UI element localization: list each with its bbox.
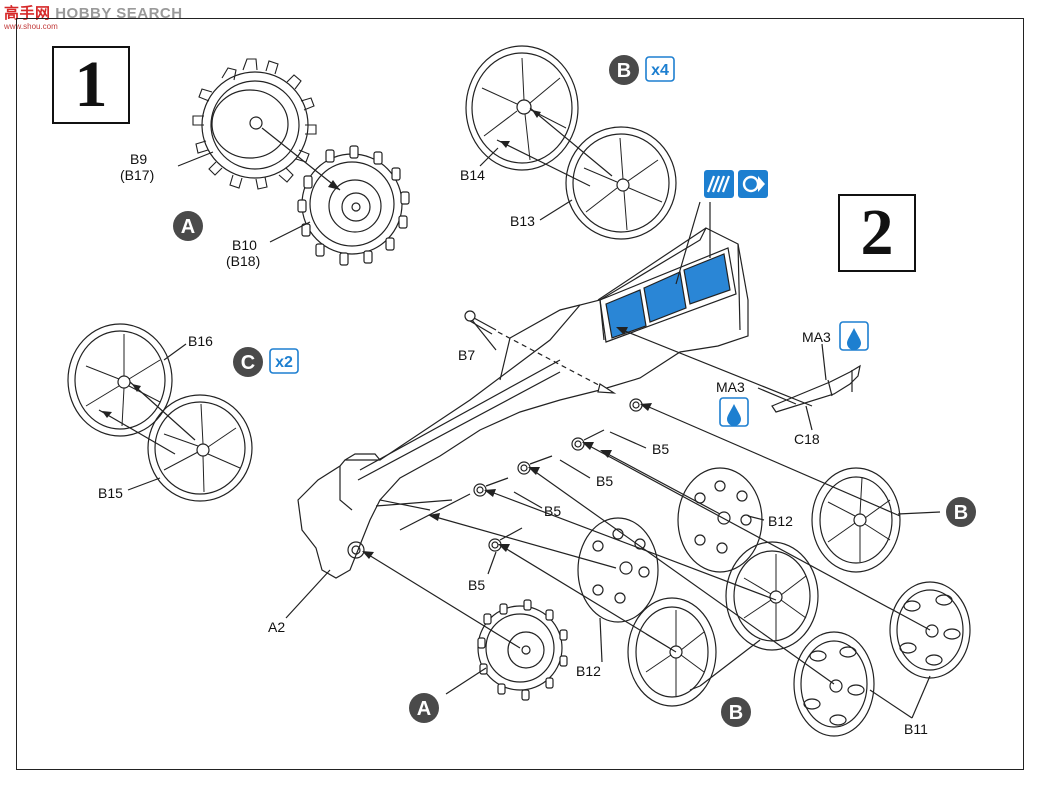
road-wheel-b11-upper — [889, 581, 971, 679]
callout-b-top-qty: x4 — [651, 62, 669, 79]
suspension-frame-a2 — [297, 227, 749, 579]
label-b16: B16 — [188, 333, 213, 349]
step-number-2-text: 2 — [860, 196, 894, 269]
hub-disc-b12-lower — [577, 517, 659, 623]
label-c18: C18 — [794, 431, 820, 447]
assembly-arrow-line — [261, 127, 341, 191]
label-ma3-lower: MA3 — [716, 379, 745, 395]
callout-c-left-text: C — [241, 352, 255, 374]
label-b15: B15 — [98, 485, 123, 501]
road-wheel-b13 — [565, 126, 677, 240]
step-number-2: 2 — [838, 194, 916, 272]
callout-b-top: B x4 — [609, 55, 675, 85]
label-b13: B13 — [510, 213, 535, 229]
hub-disc-b12-upper — [677, 467, 763, 573]
label-b14: B14 — [460, 167, 485, 183]
paint-stripe-icon — [704, 170, 734, 198]
label-ma3-upper: MA3 — [802, 329, 831, 345]
callout-b-right: B — [946, 497, 976, 527]
step-number-1: 1 — [52, 46, 130, 124]
callout-a-bottom-text: A — [417, 698, 431, 720]
road-wheel-b14 — [465, 45, 579, 171]
label-b17: (B17) — [120, 167, 155, 183]
label-b5-3: B5 — [544, 503, 562, 519]
road-wheel-b11-lower — [793, 631, 875, 737]
watermark-url: www.shou.com — [4, 22, 58, 31]
pin-b5-1 — [629, 398, 643, 412]
pin-b7 — [464, 310, 497, 335]
sprocket-inner-b10 — [297, 145, 410, 266]
turn-arrow-icon — [738, 170, 768, 198]
glue-drop-icon — [839, 321, 869, 351]
label-b12-upper: B12 — [768, 513, 793, 529]
label-b10: B10 — [232, 237, 257, 253]
label-b18: (B18) — [226, 253, 261, 269]
road-wheel-b15 — [147, 394, 253, 502]
callout-c-left: C x2 — [233, 347, 299, 377]
arm-c18 — [771, 364, 861, 413]
callout-b-bottom-text: B — [729, 702, 743, 724]
callout-b-right-text: B — [954, 502, 968, 524]
callout-b-top-text: B — [617, 60, 631, 82]
road-wheel-b-right — [811, 467, 901, 573]
callout-a-step1-text: A — [181, 216, 195, 238]
callout-b-bottom: B — [721, 697, 751, 727]
watermark-cn-logo: 高手网 — [4, 5, 51, 22]
road-wheel-b-bottom — [627, 597, 717, 707]
label-b5-4: B5 — [468, 577, 486, 593]
label-b12-lower: B12 — [576, 663, 601, 679]
glue-drop-icon — [719, 397, 749, 427]
step-number-1-text: 1 — [74, 48, 108, 121]
sprocket-a-bottom — [477, 599, 568, 701]
label-b11: B11 — [904, 721, 928, 737]
watermark-site: HOBBY SEARCH — [55, 5, 183, 22]
label-a2: A2 — [268, 619, 286, 635]
sprocket-outer-b9 — [192, 58, 317, 190]
label-b5-1: B5 — [652, 441, 670, 457]
watermark: 高手网 HOBBY SEARCH — [4, 2, 183, 23]
vision-glass-panels — [599, 247, 737, 343]
page-frame — [16, 18, 1024, 770]
callout-a-bottom: A — [409, 693, 439, 723]
road-wheel-b16 — [67, 323, 173, 437]
label-b7: B7 — [458, 347, 476, 363]
callout-a-step1: A — [173, 211, 203, 241]
road-wheel-b-center — [725, 541, 819, 651]
label-b5-2: B5 — [596, 473, 614, 489]
label-b9: B9 — [130, 151, 148, 167]
callout-c-left-qty: x2 — [275, 354, 293, 371]
